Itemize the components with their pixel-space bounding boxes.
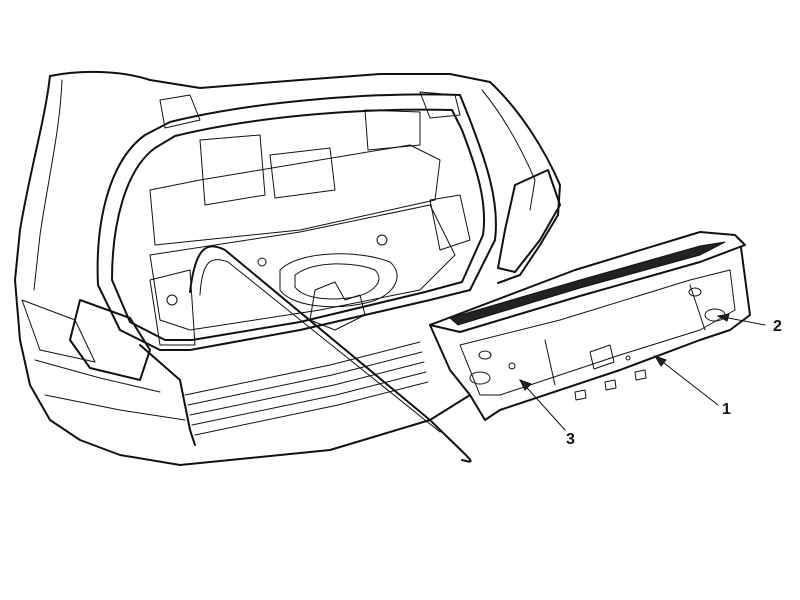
support-strut [189, 245, 472, 463]
callout-label-3: 3 [566, 431, 575, 448]
vehicle-body [14, 70, 561, 466]
removed-trim-panel [429, 231, 751, 421]
cargo-interior [149, 109, 471, 346]
rear-fascia [184, 341, 429, 436]
callout-label-2: 2 [773, 318, 782, 335]
callout-label-1: 1 [722, 401, 731, 418]
cargo-opening [96, 91, 497, 351]
leader-lines [518, 313, 766, 431]
